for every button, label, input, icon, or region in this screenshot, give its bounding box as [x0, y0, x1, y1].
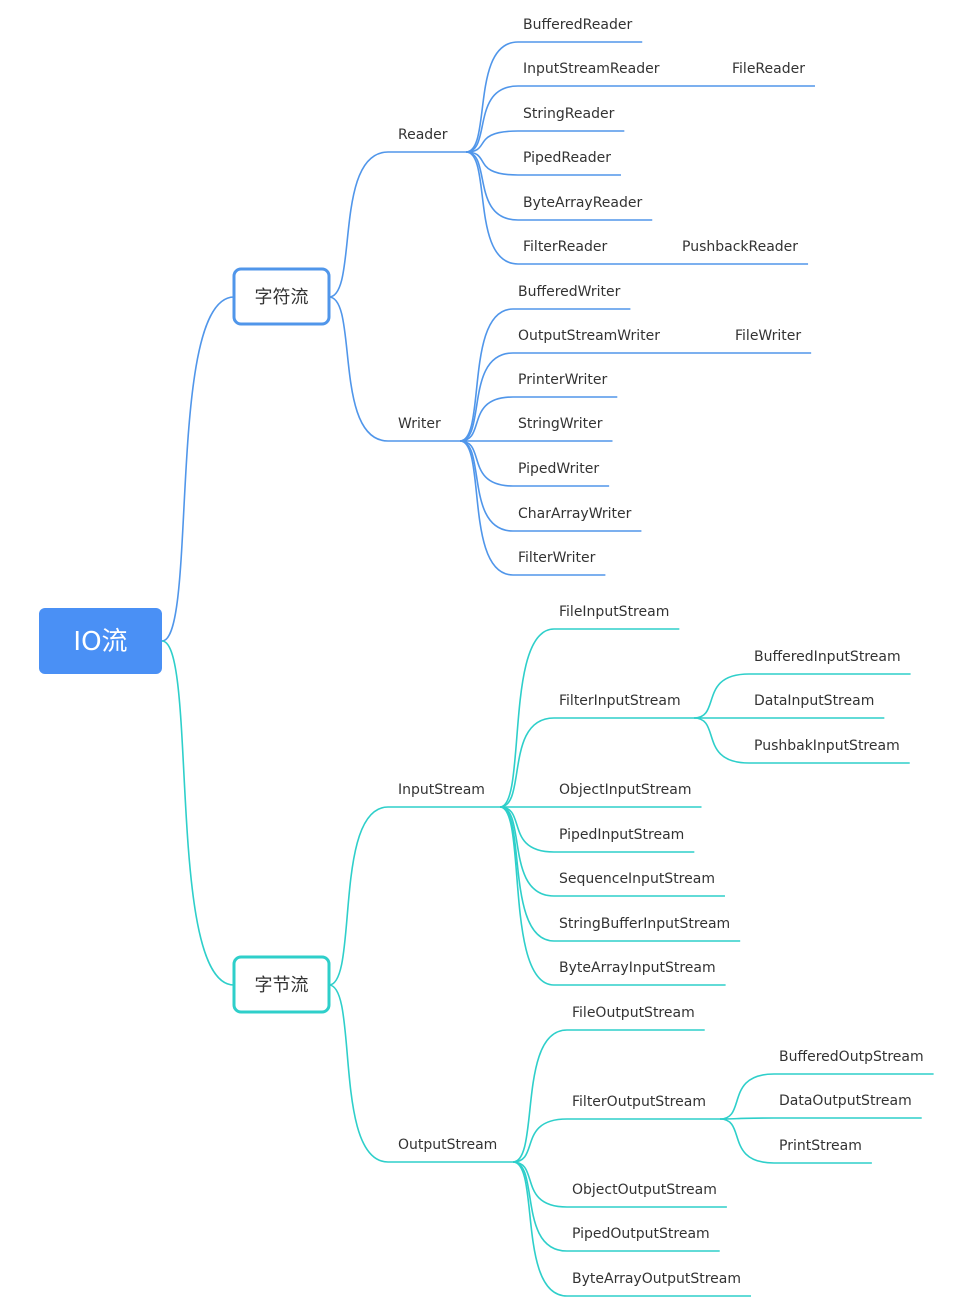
edge-to-bytearrayreader	[465, 151, 519, 221]
bytearrayinputstream-node: ByteArrayInputStream	[559, 960, 716, 976]
edge-to-stringbufferinputstream	[499, 806, 555, 942]
bufferedwriter-node: BufferedWriter	[518, 284, 621, 300]
pushbackreader-node: PushbackReader	[682, 239, 798, 255]
edge-to-filterreader	[465, 151, 519, 265]
edge-to-pipedwriter	[459, 440, 514, 487]
dataoutputstream-node: DataOutputStream	[779, 1093, 912, 1109]
edge-to-fileinputstream	[499, 628, 555, 808]
edge-to-bytearrayoutputstream	[512, 1161, 568, 1297]
edge-to-bytearrayinputstream	[499, 806, 555, 986]
root-node	[39, 608, 162, 674]
filterreader-node: FilterReader	[523, 239, 607, 255]
bufferedoutpstream-node: BufferedOutpStream	[779, 1049, 924, 1065]
edge-to-bufferedoutpstream	[719, 1073, 775, 1120]
edge-to-filteroutputstream	[512, 1118, 568, 1163]
edge-to-filterinputstream	[499, 717, 555, 808]
edge-to-bufferedinputstream	[693, 673, 750, 719]
filewriter-node: FileWriter	[735, 328, 801, 344]
edge-to-reader	[328, 151, 389, 298]
edge-to-stringreader	[465, 130, 519, 153]
bytearrayoutputstream-node: ByteArrayOutputStream	[572, 1271, 741, 1287]
edge-to-pipedinputstream	[499, 806, 555, 853]
bufferedinputstream-node: BufferedInputStream	[754, 649, 901, 665]
byte-stream-label: 字节流	[255, 975, 309, 996]
bytearrayreader-node: ByteArrayReader	[523, 195, 642, 211]
root-node-label: IO流	[73, 627, 127, 657]
outputstream-node: OutputStream	[398, 1137, 497, 1153]
character-stream-label: 字符流	[255, 287, 309, 308]
objectoutputstream-node: ObjectOutputStream	[572, 1182, 717, 1198]
edge-to-objectoutputstream	[512, 1161, 568, 1208]
edge-to-writer	[328, 296, 389, 442]
stringreader-node: StringReader	[523, 106, 615, 122]
pipedinputstream-node: PipedInputStream	[559, 827, 684, 843]
edge-to-inputstreamreader	[465, 85, 519, 153]
bufferedreader-node: BufferedReader	[523, 17, 632, 33]
printstream-node: PrintStream	[779, 1138, 862, 1154]
byte-stream-node	[232, 955, 331, 1014]
mindmap-nodes: IO流 字符流 Reader BufferedReaderInputStreamRea…	[39, 17, 934, 1297]
edge-to-pushbakinputstream	[693, 717, 750, 764]
edge-to-outputstreamwriter	[459, 352, 514, 442]
datainputstream-node: DataInputStream	[754, 693, 874, 709]
writer-node: Writer	[398, 416, 441, 432]
filteroutputstream-node: FilterOutputStream	[572, 1094, 706, 1110]
edge-root-to-byte-stream	[161, 640, 235, 986]
filterwriter-node: FilterWriter	[518, 550, 596, 566]
outputstreamwriter-node: OutputStreamWriter	[518, 328, 660, 344]
edge-to-printstream	[719, 1118, 775, 1164]
chararraywriter-node: CharArrayWriter	[518, 506, 632, 522]
sequenceinputstream-node: SequenceInputStream	[559, 871, 715, 887]
edge-to-bufferedreader	[465, 41, 519, 153]
edge-to-bufferedwriter	[459, 308, 514, 442]
edge-to-dataoutputstream	[719, 1117, 775, 1120]
inputstream-node: InputStream	[398, 782, 485, 798]
printerwriter-node: PrinterWriter	[518, 372, 608, 388]
reader-node: Reader	[398, 127, 448, 143]
character-stream-node	[232, 267, 331, 326]
pipedreader-node: PipedReader	[523, 150, 611, 166]
pipedwriter-node: PipedWriter	[518, 461, 599, 477]
edge-to-filterwriter	[459, 440, 514, 576]
edge-to-inputstream	[328, 806, 389, 986]
filterinputstream-node: FilterInputStream	[559, 693, 681, 709]
inputstreamreader-node: InputStreamReader	[523, 61, 660, 77]
fileoutputstream-node: FileOutputStream	[572, 1005, 695, 1021]
edge-to-outputstream	[328, 984, 389, 1163]
stringwriter-node: StringWriter	[518, 416, 603, 432]
fileinputstream-node: FileInputStream	[559, 604, 669, 620]
stringbufferinputstream-node: StringBufferInputStream	[559, 916, 730, 932]
pushbakinputstream-node: PushbakInputStream	[754, 738, 900, 754]
pipedoutputstream-node: PipedOutputStream	[572, 1226, 710, 1242]
edge-to-fileoutputstream	[512, 1029, 568, 1163]
edge-to-printerwriter	[459, 396, 514, 442]
filereader-node: FileReader	[732, 61, 805, 77]
objectinputstream-node: ObjectInputStream	[559, 782, 692, 798]
edge-root-to-character-stream	[161, 296, 235, 642]
mindmap-edges	[161, 41, 775, 1297]
edge-to-pipedreader	[465, 151, 519, 176]
